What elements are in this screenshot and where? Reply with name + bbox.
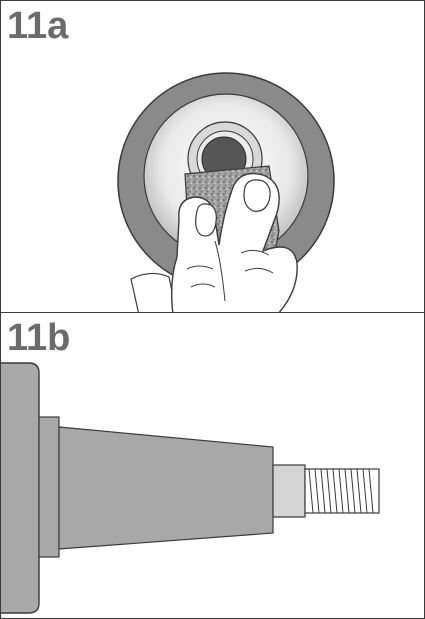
axle-tapered-shaft — [58, 426, 274, 550]
panel-label-11b: 11b — [7, 317, 71, 359]
axle-illustration — [1, 362, 380, 614]
axle-threads — [308, 468, 374, 514]
axle-base-plate — [1, 362, 40, 614]
panel-11b: 11b — [0, 312, 425, 619]
panel-label-11a: 11a — [7, 5, 69, 47]
axle-neck — [272, 464, 306, 518]
fingernail-left — [195, 203, 217, 237]
panel-11a: 11a — [0, 0, 425, 314]
fingernail-right — [243, 179, 271, 212]
wheel-sanding-illustration — [117, 72, 335, 313]
axle-collar — [38, 416, 60, 558]
